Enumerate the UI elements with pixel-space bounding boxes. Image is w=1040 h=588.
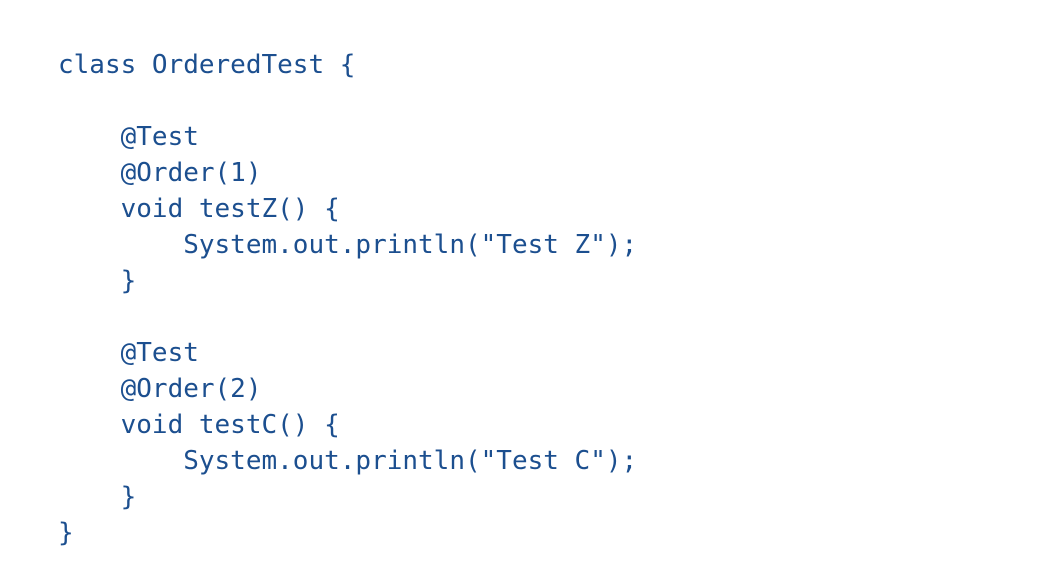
code-line-blank: [58, 83, 637, 119]
code-line-class-declaration: class OrderedTest {: [58, 50, 356, 80]
code-line-method-close: }: [58, 266, 137, 296]
code-line-blank: [58, 299, 637, 335]
code-line-test-annotation: @Test: [58, 122, 199, 152]
code-line-method-body: System.out.println("Test Z");: [58, 230, 638, 260]
code-line-order-annotation: @Order(2): [58, 374, 262, 404]
code-line-method-body: System.out.println("Test C");: [58, 446, 638, 476]
code-line-test-annotation: @Test: [58, 338, 199, 368]
code-snippet: class OrderedTest { @Test @Order(1) void…: [58, 47, 637, 551]
code-line-method-declaration: void testZ() {: [58, 194, 340, 224]
code-line-method-declaration: void testC() {: [58, 410, 340, 440]
code-line-method-close: }: [58, 482, 137, 512]
code-line-order-annotation: @Order(1): [58, 158, 262, 188]
code-line-class-close: }: [58, 518, 74, 548]
